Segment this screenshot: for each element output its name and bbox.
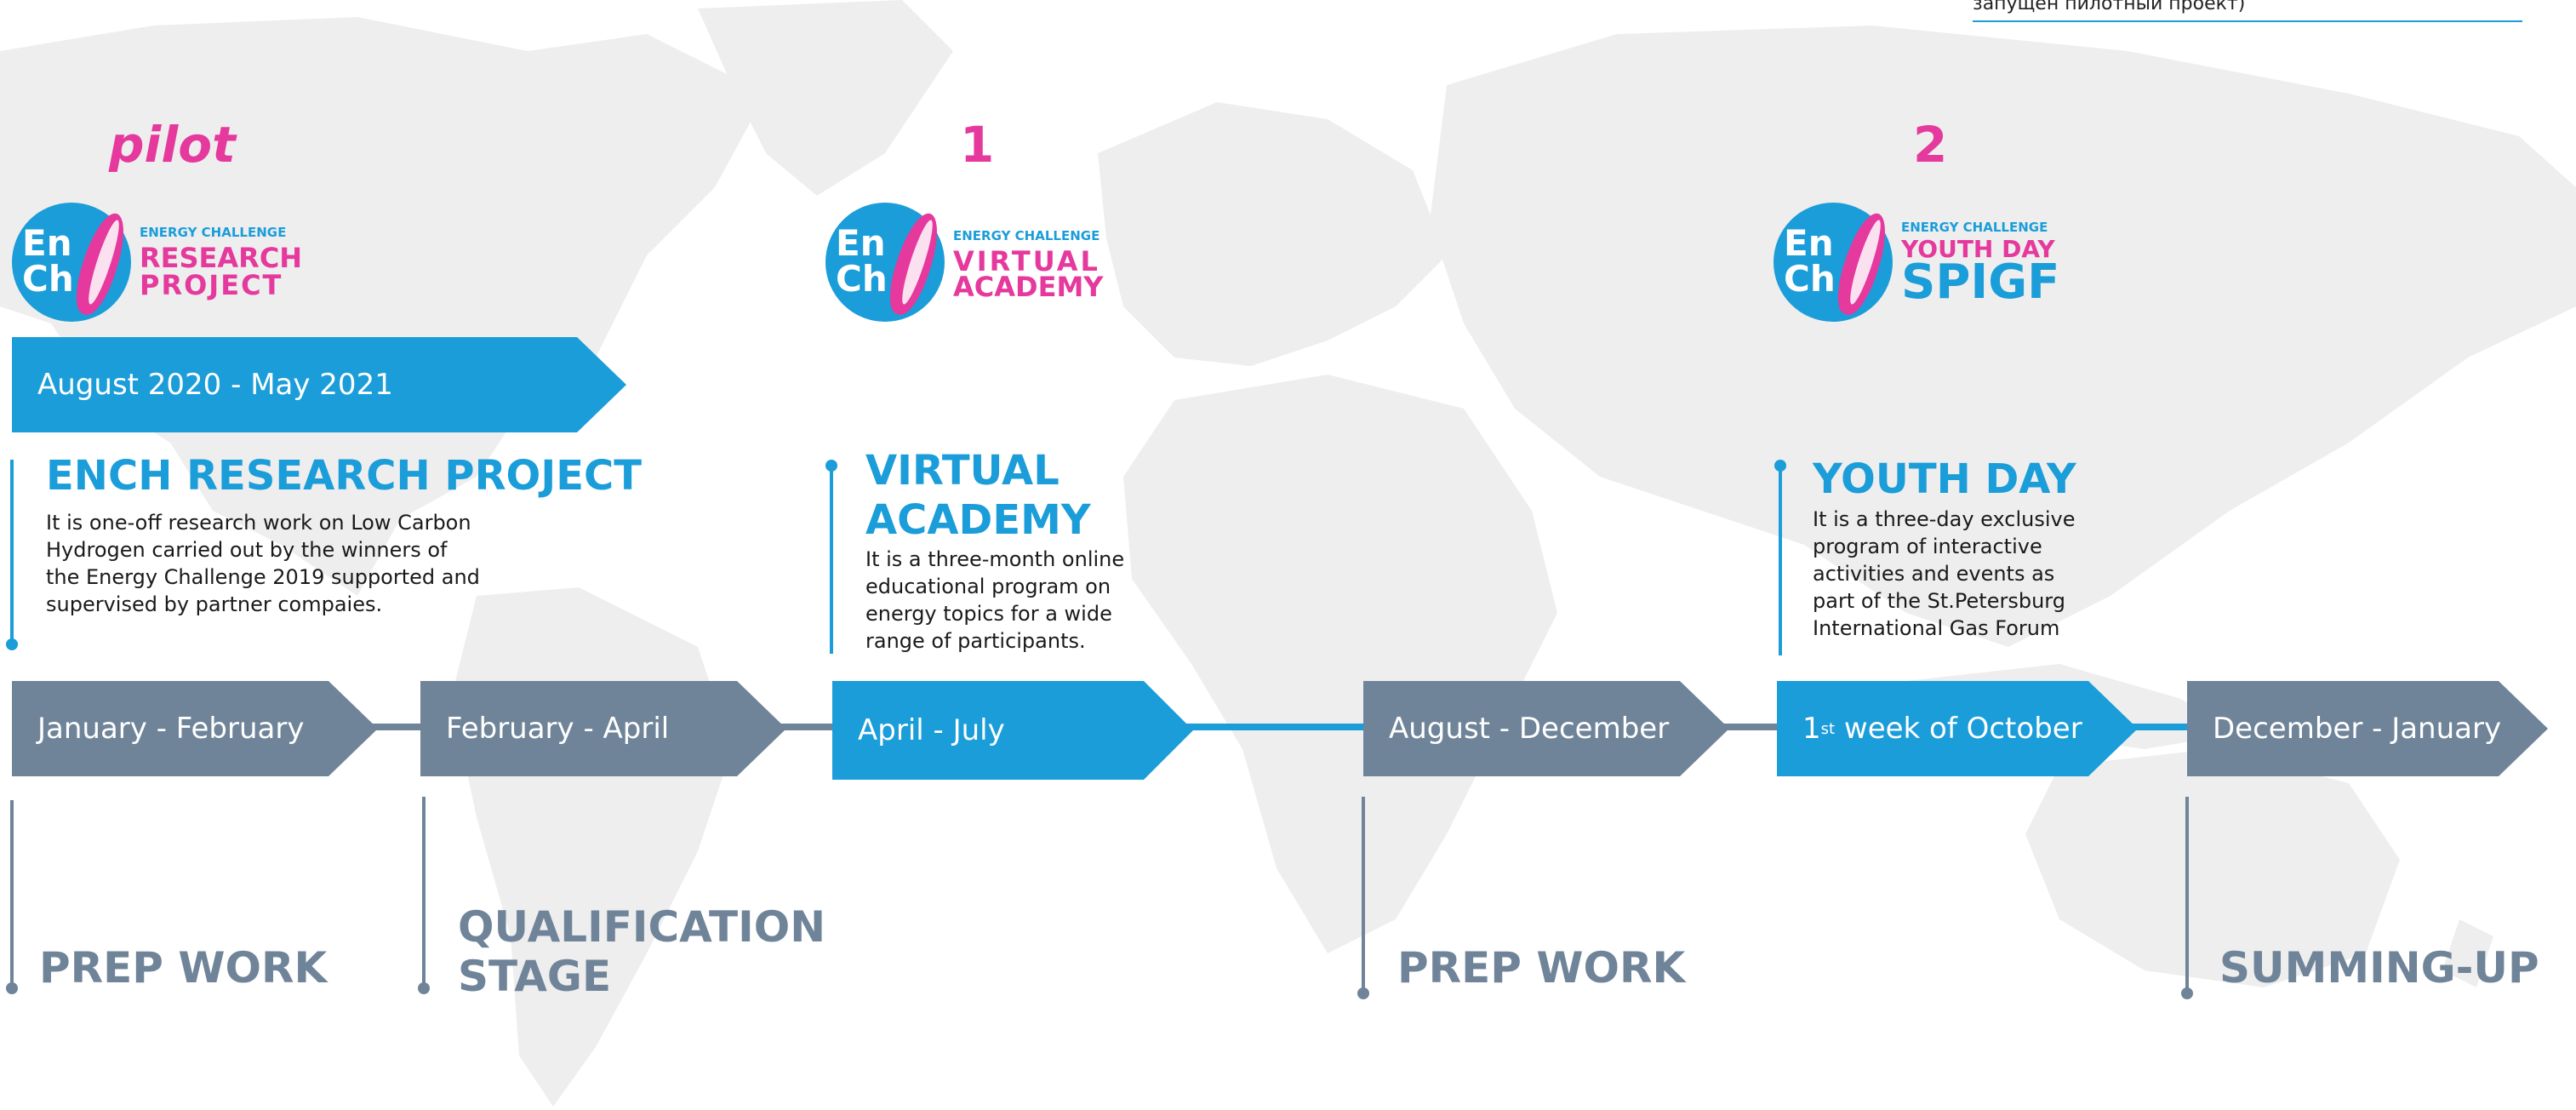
- desc-line: energy topics for a wide: [865, 602, 1112, 626]
- phase-marker-line: [2185, 797, 2189, 991]
- label-sup: st: [1820, 719, 1836, 738]
- logo-line2: SPIGF: [1901, 255, 2060, 310]
- event-marker-line: [10, 460, 14, 644]
- phase-marker-line: [10, 800, 14, 987]
- desc-line: the Energy Challenge 2019 supported and: [46, 565, 480, 589]
- timeline-connector: [1719, 724, 1779, 730]
- desc-line: program of interactive: [1813, 535, 2042, 558]
- logo-letters-top: En: [22, 222, 72, 264]
- label-num: 1: [1802, 712, 1821, 746]
- timeline-connector: [2128, 724, 2187, 730]
- logo-letters-bottom: Ch: [22, 258, 74, 300]
- desc-line: It is one-off research work on Low Carbo…: [46, 511, 471, 535]
- desc-line: It is a three-day exclusive: [1813, 507, 2076, 531]
- event-marker-dot: [1774, 460, 1786, 472]
- logo-line1: YOUTH DAY: [1901, 235, 2055, 263]
- map-africa: [1123, 375, 1557, 953]
- phase-marker-dot: [418, 982, 430, 994]
- logo-virtual-academy: En Ch ENERGY CHALLENGE VIRTUAL ACADEMY: [825, 203, 1115, 330]
- phase-marker-line: [1362, 797, 1365, 991]
- event-desc-youth-day: It is a three-day exclusive program of i…: [1813, 506, 2076, 642]
- map-new-zealand: [2442, 919, 2493, 987]
- phase-label-summing-up: SUMMING-UP: [2219, 943, 2539, 993]
- logo-line1: RESEARCH: [140, 242, 303, 274]
- phase-marker-line: [422, 797, 426, 987]
- logo-small-text: ENERGY CHALLENGE: [953, 228, 1100, 243]
- logo-letters-bottom: Ch: [1784, 258, 1836, 300]
- timeline-connector: [1183, 724, 1370, 730]
- map-south-america: [451, 587, 732, 1107]
- logo-small-text: ENERGY CHALLENGE: [140, 225, 287, 240]
- desc-line: part of the St.Petersburg: [1813, 589, 2065, 613]
- desc-line: activities and events as: [1813, 562, 2055, 586]
- timeline-step-feb-apr: February - April: [420, 681, 786, 776]
- title-line: ACADEMY: [865, 496, 1091, 544]
- phase-marker-dot: [1357, 987, 1369, 999]
- event-marker-dot: [6, 638, 18, 650]
- phase-marker-dot: [6, 982, 18, 994]
- event-title-research-project: ENCH RESEARCH PROJECT: [46, 452, 642, 500]
- logo-small-text: ENERGY CHALLENGE: [1901, 220, 2048, 235]
- stage-number-pilot: pilot: [109, 116, 236, 174]
- desc-line: It is a three-month online: [865, 547, 1125, 571]
- desc-line: range of participants.: [865, 629, 1086, 653]
- event-title-youth-day: YOUTH DAY: [1813, 455, 2076, 503]
- map-europe: [1098, 102, 1447, 366]
- timeline-step-dec-jan: December - January: [2187, 681, 2548, 776]
- timeline-step-jan-feb: January - February: [12, 681, 378, 776]
- timeline-step-apr-jul: April - July: [832, 681, 1193, 780]
- desc-line: supervised by partner compaies.: [46, 592, 383, 616]
- desc-line: Hydrogen carried out by the winners of: [46, 538, 448, 562]
- map-north-america: [0, 17, 766, 596]
- phase-marker-dot: [2181, 987, 2193, 999]
- event-marker-dot: [825, 460, 837, 472]
- event-marker-line: [830, 466, 833, 654]
- logo-letters-bottom: Ch: [836, 258, 888, 300]
- event-desc-virtual-academy: It is a three-month online educational p…: [865, 546, 1124, 655]
- timeline-step-aug-dec: August - December: [1363, 681, 1729, 776]
- timeline-connector: [774, 724, 834, 730]
- title-line: VIRTUAL: [865, 447, 1060, 495]
- label-rest: week of October: [1835, 712, 2082, 746]
- stage-number-1: 1: [960, 116, 995, 174]
- logo-line1: VIRTUAL: [953, 245, 1100, 278]
- logo-line2: PROJECT: [140, 269, 283, 301]
- top-note: запущен пилотный проект): [1973, 0, 2522, 22]
- logo-letters-top: En: [836, 222, 886, 264]
- research-period-banner: August 2020 - May 2021: [12, 337, 626, 432]
- stage-number-2: 2: [1913, 116, 1948, 174]
- desc-line: educational program on: [865, 575, 1111, 598]
- map-asia: [1430, 26, 2576, 647]
- event-title-virtual-academy: VIRTUAL ACADEMY: [865, 446, 1091, 545]
- phase-label-prep-work: PREP WORK: [39, 943, 328, 993]
- event-marker-line: [1779, 466, 1782, 655]
- timeline-connector: [366, 724, 426, 730]
- map-australia: [2025, 749, 2400, 987]
- logo-youth-day-spigf: En Ch ENERGY CHALLENGE YOUTH DAY SPIGF: [1773, 203, 2063, 330]
- event-desc-research-project: It is one-off research work on Low Carbo…: [46, 509, 480, 618]
- desc-line: International Gas Forum: [1813, 616, 2060, 640]
- phase-label-qualification-stage: QUALIFICATION STAGE: [458, 902, 825, 1001]
- phase-line: STAGE: [458, 952, 612, 1001]
- phase-label-prep-work-2: PREP WORK: [1397, 943, 1686, 993]
- phase-line: QUALIFICATION: [458, 902, 826, 952]
- logo-line2: ACADEMY: [953, 271, 1104, 303]
- logo-research-project: En Ch ENERGY CHALLENGE RESEARCH PROJECT: [12, 203, 303, 330]
- map-greenland: [698, 0, 953, 196]
- logo-letters-top: En: [1784, 222, 1834, 264]
